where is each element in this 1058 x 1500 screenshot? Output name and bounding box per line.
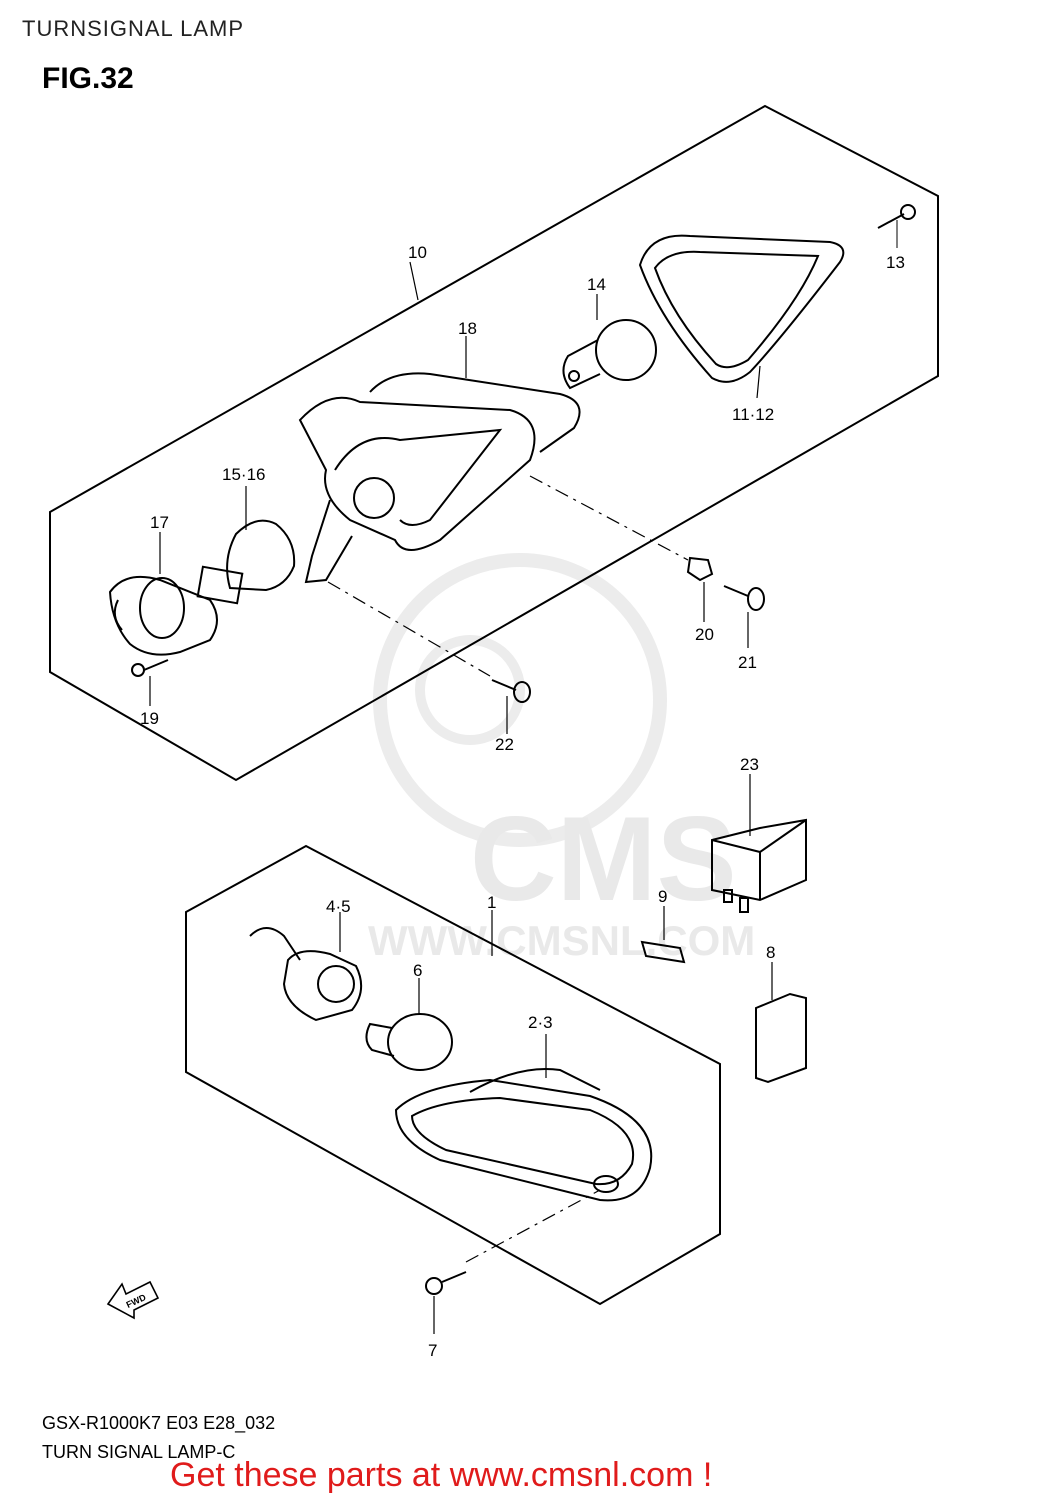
sticker-9[interactable]	[640, 906, 686, 964]
page-title: TURNSIGNAL LAMP	[22, 16, 245, 41]
callout-18: 18	[458, 319, 477, 338]
callout-15-16: 15·16	[222, 465, 265, 484]
lower-assembly-frame	[185, 844, 721, 1306]
watermark-url: WWW.CMSNL.COM	[368, 917, 755, 964]
callout-9: 9	[658, 887, 667, 906]
callout-7: 7	[428, 1341, 437, 1360]
fwd-direction-icon: FWD	[106, 1280, 160, 1320]
relay-23[interactable]	[711, 774, 807, 913]
socket-wiring-17[interactable]	[108, 532, 244, 656]
bulb-14[interactable]	[562, 294, 657, 390]
figure-number: FIG.32	[42, 62, 134, 95]
diagram-name: TURN SIGNAL LAMP-C	[42, 1442, 236, 1462]
lens-11-12[interactable]	[638, 234, 845, 399]
callout-14: 14	[587, 275, 606, 294]
callout-13: 13	[886, 253, 905, 272]
housing-18[interactable]	[298, 336, 581, 584]
callout-20: 20	[695, 625, 714, 644]
callout-23: 23	[740, 755, 759, 774]
screw-13[interactable]	[877, 204, 916, 248]
socket-4-5[interactable]	[249, 912, 363, 1022]
callout-2-3: 2·3	[528, 1013, 553, 1032]
bulb-6[interactable]	[365, 978, 453, 1071]
upper-assembly-frame	[49, 104, 939, 782]
callout-10: 10	[408, 243, 427, 262]
clip-nut-20[interactable]	[686, 556, 714, 622]
callout-11-12: 11·12	[732, 405, 774, 424]
watermark-brand: CMS	[470, 792, 737, 926]
callout-22: 22	[495, 735, 514, 754]
model-code: GSX-R1000K7 E03 E28_032	[42, 1413, 276, 1433]
callout-8: 8	[766, 943, 775, 962]
screw-19[interactable]	[131, 659, 169, 706]
callout-17: 17	[150, 513, 169, 532]
callout-21: 21	[738, 653, 757, 672]
callout-1: 1	[487, 893, 496, 912]
part-8[interactable]	[755, 962, 807, 1084]
screw-7[interactable]	[425, 1271, 467, 1334]
parts-link[interactable]: Get these parts at www.cmsnl.com !	[170, 1456, 713, 1494]
screw-22[interactable]	[491, 679, 531, 734]
callout-19: 19	[140, 709, 159, 728]
watermark: CMS WWW.CMSNL.COM	[368, 553, 755, 964]
callout-6: 6	[413, 961, 422, 980]
callout-4-5: 4·5	[326, 897, 351, 916]
bulb-socket-15-16[interactable]	[226, 486, 296, 592]
lens-2-3[interactable]	[394, 1034, 653, 1202]
screw-21[interactable]	[723, 585, 765, 648]
